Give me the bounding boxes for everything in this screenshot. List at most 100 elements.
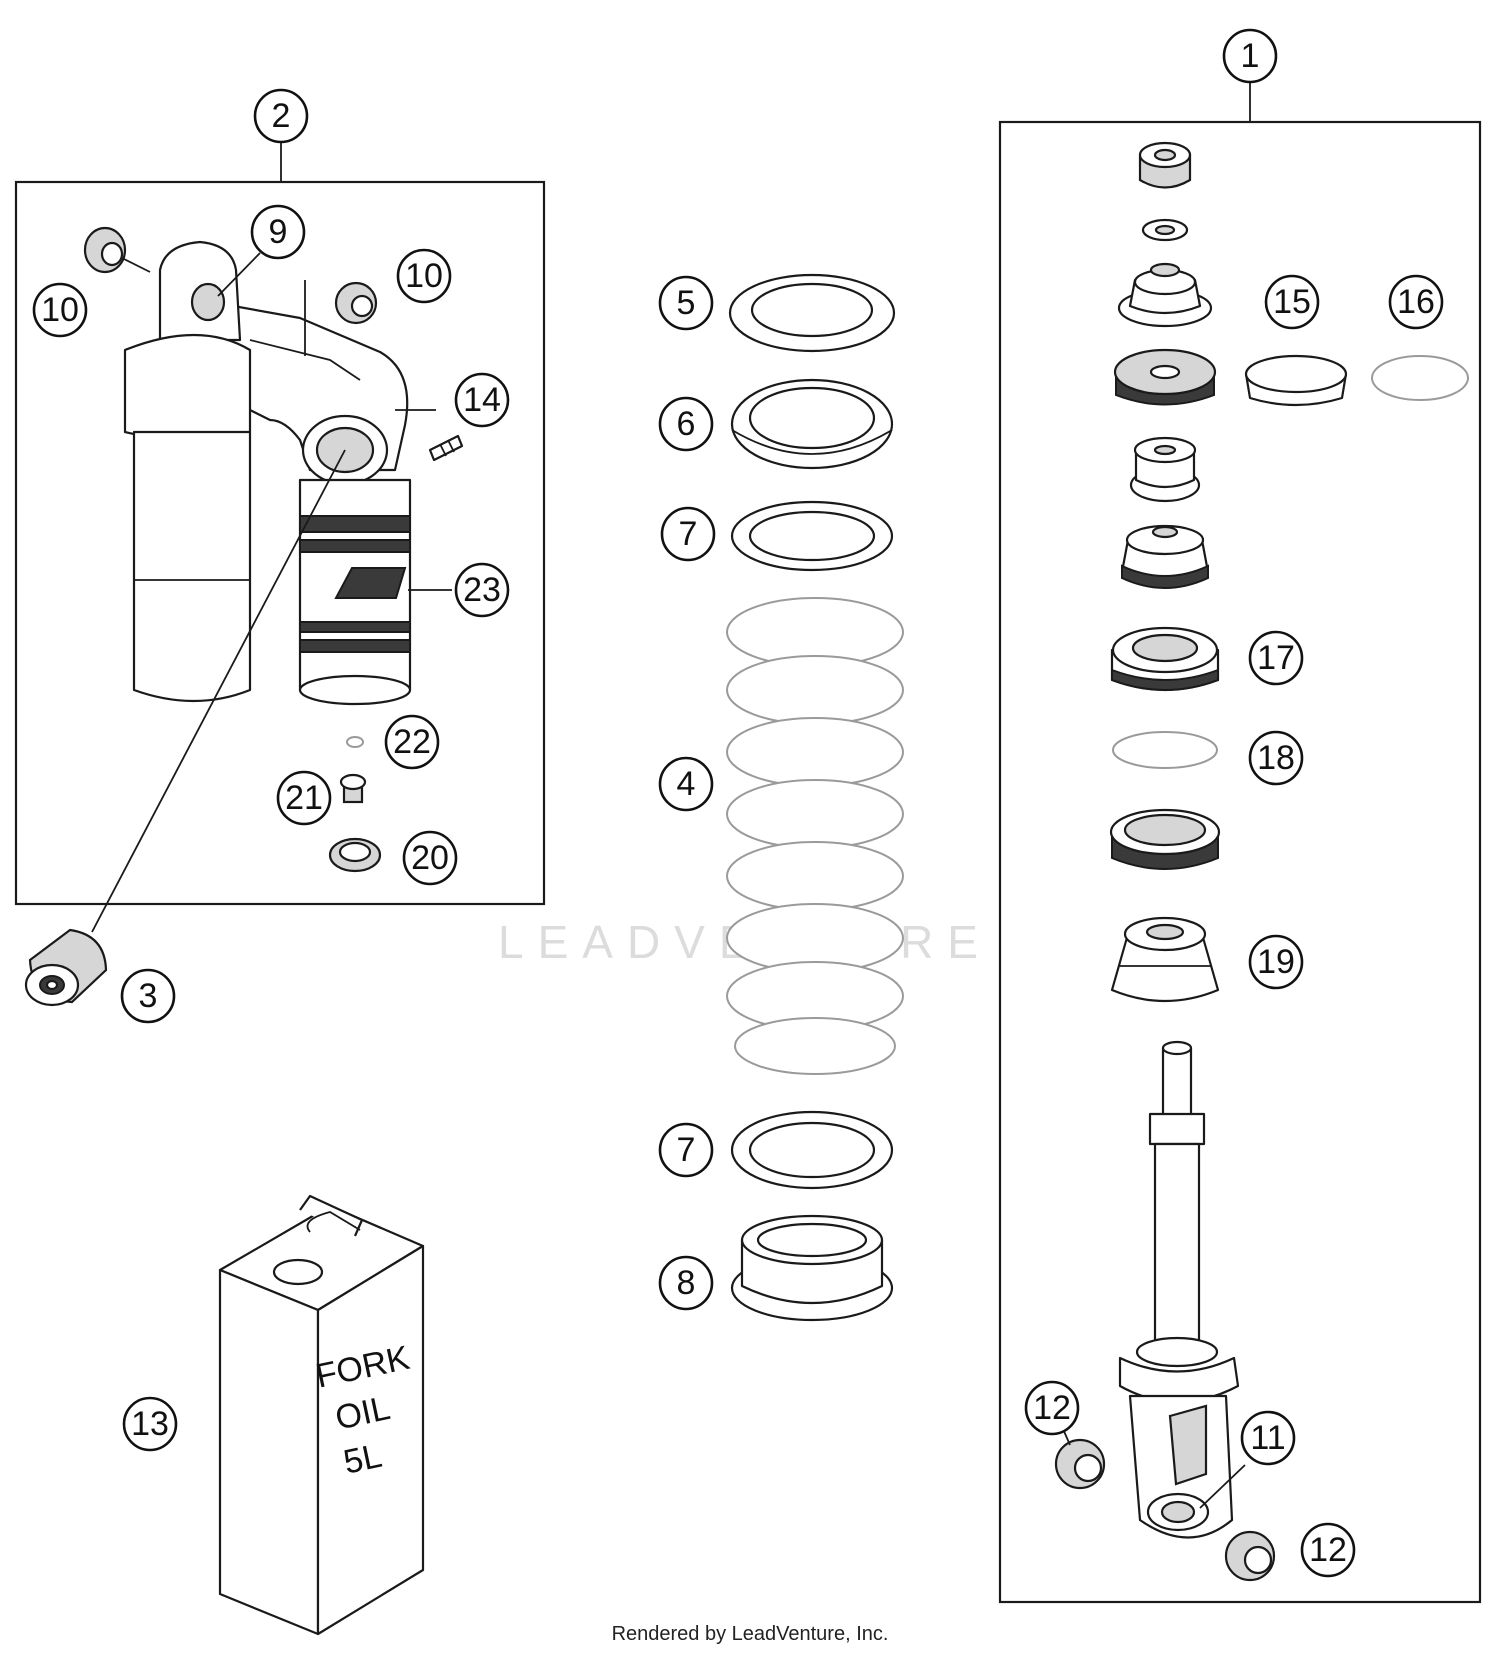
callout-5-label: 5 <box>677 284 696 322</box>
callout-20: 20 <box>402 830 458 886</box>
compression-piston <box>1113 348 1217 406</box>
o-ring-22 <box>346 736 364 748</box>
callout-3-label: 3 <box>139 977 158 1015</box>
callout-22-label: 22 <box>393 723 431 761</box>
callout-5: 5 <box>658 275 714 331</box>
reservoir-base <box>298 674 412 706</box>
bushing-right <box>334 281 378 325</box>
callout-6-label: 6 <box>677 405 696 443</box>
callout-23-label: 23 <box>463 571 501 609</box>
leader-11 <box>1199 1464 1246 1509</box>
reservoir-band-2 <box>299 539 411 553</box>
valve-disc <box>1129 436 1201 503</box>
leader-3 <box>91 449 346 933</box>
callout-3: 3 <box>120 968 176 1024</box>
reservoir-band-1 <box>299 515 411 533</box>
piston-assembly <box>1120 524 1210 589</box>
callout-22: 22 <box>384 714 440 770</box>
damper-group <box>998 80 1482 1604</box>
roll-pin <box>428 434 464 462</box>
callout-4: 4 <box>658 756 714 812</box>
valve-21 <box>339 773 367 804</box>
washer-7-top <box>730 500 894 572</box>
callout-19-label: 19 <box>1257 943 1295 981</box>
callout-14: 14 <box>454 372 510 428</box>
seal-head-17 <box>1110 626 1220 692</box>
leader-9 <box>217 252 261 297</box>
callout-20-label: 20 <box>411 839 449 877</box>
callout-18-label: 18 <box>1257 739 1295 777</box>
callout-15: 15 <box>1264 274 1320 330</box>
callout-8: 8 <box>658 1255 714 1311</box>
callout-12-left-label: 12 <box>1033 1389 1071 1427</box>
callout-13: 13 <box>122 1396 178 1452</box>
callout-2-label: 2 <box>272 97 291 135</box>
o-ring-16 <box>1371 355 1469 401</box>
bump-stop-19 <box>1110 916 1220 1003</box>
shim-stack-top <box>1117 262 1213 328</box>
callout-7-top-label: 7 <box>679 515 698 553</box>
callout-4-label: 4 <box>677 765 696 803</box>
callout-8-label: 8 <box>677 1264 696 1302</box>
bushing-12-right <box>1224 1530 1276 1582</box>
shock-body-group <box>14 141 546 933</box>
fork-oil-can: FORK OIL 5L <box>218 1194 425 1636</box>
arm-detail <box>249 339 361 381</box>
callout-13-label: 13 <box>131 1405 169 1443</box>
seal-cap <box>1109 808 1221 870</box>
spring-retainer-6 <box>730 378 894 470</box>
callout-23: 23 <box>454 562 510 618</box>
piston-rod <box>1118 1040 1240 1539</box>
can-front <box>218 1268 320 1636</box>
callout-15-label: 15 <box>1273 283 1311 321</box>
group-frame-2 <box>14 180 546 906</box>
spring-seat-8 <box>730 1214 894 1322</box>
can-side <box>316 1244 425 1636</box>
callout-6: 6 <box>658 396 714 452</box>
callout-7-bottom-label: 7 <box>677 1131 696 1169</box>
piston-band-15 <box>1244 354 1348 407</box>
callout-1-label: 1 <box>1241 37 1260 75</box>
bushing-left <box>83 226 127 274</box>
callout-10-left: 10 <box>32 282 88 338</box>
callout-1: 1 <box>1222 28 1278 84</box>
snap-ring-18 <box>1112 731 1218 769</box>
coil-spring-4 <box>726 597 904 1075</box>
shock-body-part <box>123 240 252 703</box>
callout-2: 2 <box>253 88 309 144</box>
callout-9-label: 9 <box>269 213 288 251</box>
damper-nut <box>1138 141 1192 189</box>
shock-cylinder <box>132 430 252 703</box>
callout-10-right: 10 <box>396 248 452 304</box>
leader-10-left <box>121 257 151 273</box>
callout-19: 19 <box>1248 934 1304 990</box>
callout-18: 18 <box>1248 730 1304 786</box>
callout-10-right-label: 10 <box>405 257 443 295</box>
can-handle <box>299 1194 364 1237</box>
washer-7-bottom <box>730 1110 894 1190</box>
callout-16: 16 <box>1388 274 1444 330</box>
spring-parts <box>726 273 904 1322</box>
spring-retainer-5 <box>728 273 896 353</box>
callout-21: 21 <box>276 770 332 826</box>
adjuster-part-3 <box>24 928 108 1007</box>
callout-17: 17 <box>1248 630 1304 686</box>
callout-17-label: 17 <box>1257 639 1295 677</box>
reservoir-band-4 <box>299 639 411 653</box>
callout-11-label: 11 <box>1250 1419 1285 1457</box>
callout-21-label: 21 <box>285 779 323 817</box>
callout-7-bottom: 7 <box>658 1122 714 1178</box>
shock-eye-hole <box>190 282 226 322</box>
can-handle-inner <box>306 1211 361 1233</box>
callout-11: 11 <box>1240 1410 1296 1466</box>
can-spout <box>272 1258 324 1286</box>
group-frame-1 <box>998 120 1482 1604</box>
damper-washer <box>1141 218 1189 242</box>
reservoir-decal <box>334 567 407 599</box>
can-label-line3: 5L <box>340 1437 385 1482</box>
callout-9: 9 <box>250 204 306 260</box>
callout-12-right: 12 <box>1300 1522 1356 1578</box>
callout-14-label: 14 <box>463 381 501 419</box>
callout-10-left-label: 10 <box>41 291 79 329</box>
